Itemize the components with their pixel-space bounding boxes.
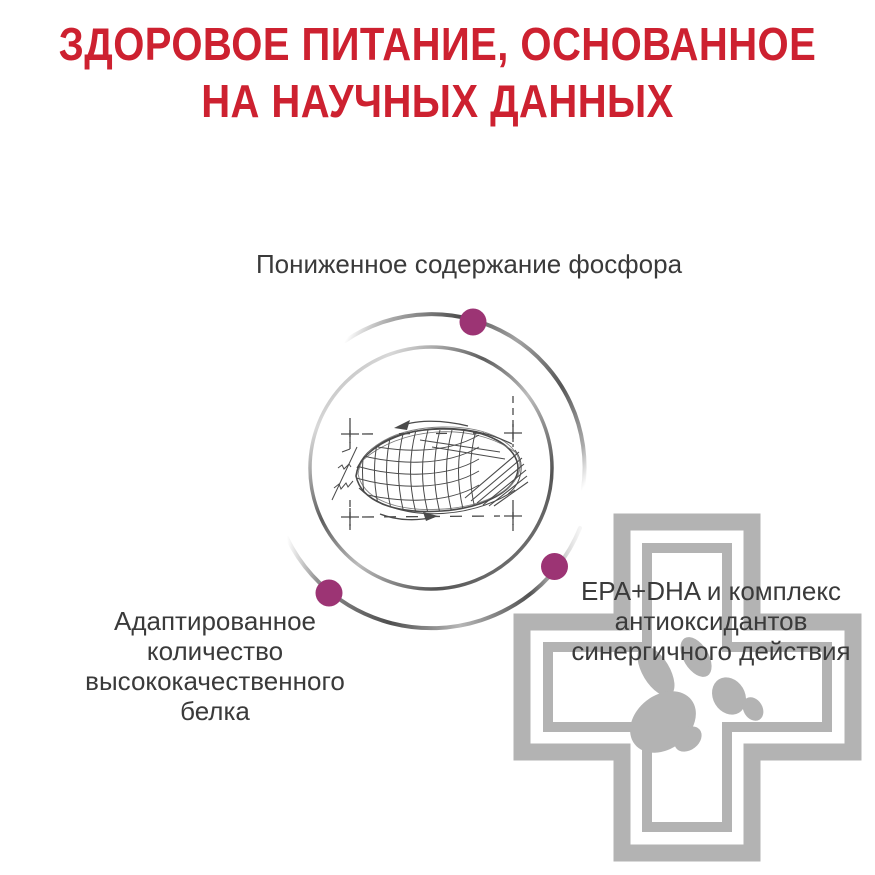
benefit-dots: [315, 308, 568, 607]
benefit-label-protein: Адаптированное количество высококачестве…: [85, 606, 345, 726]
kibble-sketch: [355, 426, 529, 515]
sketch-arrow-top-head: [394, 420, 410, 430]
benefit-dot-right: [541, 553, 568, 580]
vet-cross-outer-outline: [513, 513, 862, 862]
vet-cross-icon: [513, 513, 862, 862]
benefit-label-phosphorus: Пониженное содержание фосфора: [255, 249, 683, 279]
paw-print-icon: [630, 637, 764, 753]
vet-cross-inner-outline: [543, 543, 832, 832]
benefit-dot-top: [459, 308, 487, 336]
benefit-label-epa-dha: EPA+DHA и комплекс антиоксидантов синерг…: [571, 576, 851, 666]
sketch-dimension-marks: [331, 396, 522, 531]
sketch-arrow-bottom-head: [423, 512, 438, 521]
top-orbit-arc: [343, 312, 587, 491]
inner-orbit-ring: [308, 345, 554, 591]
page-title: ЗДОРОВОЕ ПИТАНИЕ, ОСНОВАННОЕ НА НАУЧНЫХ …: [57, 16, 818, 130]
page-title-line1: ЗДОРОВОЕ ПИТАНИЕ, ОСНОВАННОЕ: [58, 18, 817, 70]
benefit-dot-bottom-left: [315, 579, 343, 607]
sketch-handwriting-scribble: [331, 446, 358, 501]
page-title-line2: НА НАУЧНЫХ ДАННЫХ: [201, 75, 674, 127]
